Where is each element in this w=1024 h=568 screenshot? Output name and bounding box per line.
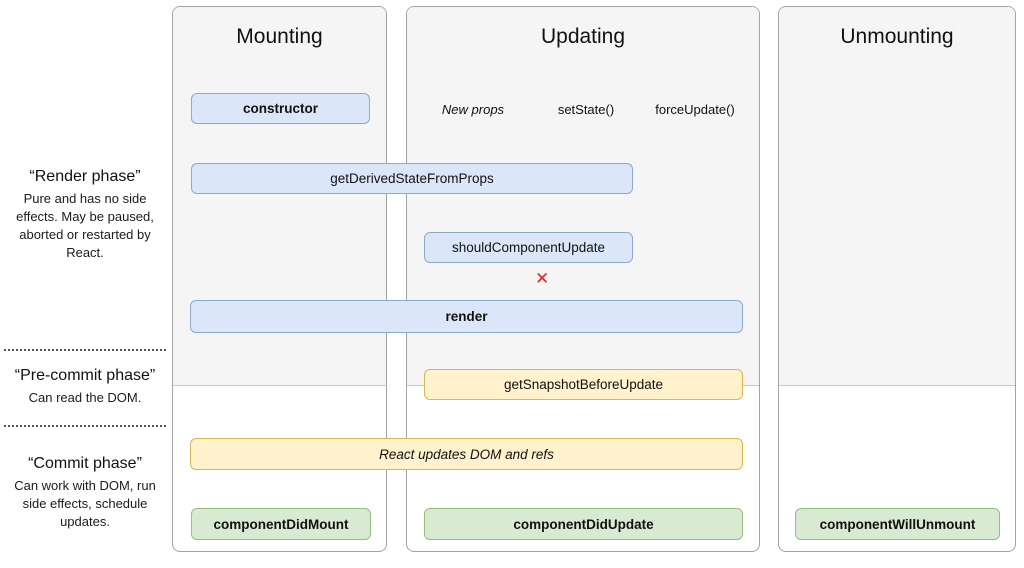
render-phase-shade bbox=[779, 7, 1015, 386]
trigger-set-state: setState() bbox=[557, 102, 615, 117]
phase-pre-commit-title: “Pre-commit phase” bbox=[14, 367, 156, 384]
box-component-will-unmount: componentWillUnmount bbox=[795, 508, 1000, 540]
phase-render-title: “Render phase” bbox=[29, 168, 141, 185]
box-component-did-update: componentDidUpdate bbox=[424, 508, 743, 540]
box-component-did-mount: componentDidMount bbox=[191, 508, 371, 540]
cancel-x-icon: ✕ bbox=[535, 269, 550, 288]
box-get-snapshot-before-update: getSnapshotBeforeUpdate bbox=[424, 369, 743, 400]
column-updating: Updating bbox=[406, 6, 760, 552]
phase-commit: “Commit phase” Can work with DOM, run si… bbox=[2, 455, 168, 531]
phase-pre-commit-description: Can read the DOM. bbox=[28, 390, 142, 405]
phase-render: “Render phase” Pure and has no side effe… bbox=[2, 168, 168, 262]
phase-render-description: Pure and has no side effects. May be pau… bbox=[16, 191, 154, 260]
column-unmounting-title: Unmounting bbox=[840, 25, 954, 48]
phase-pre-commit: “Pre-commit phase” Can read the DOM. bbox=[2, 367, 168, 407]
box-get-derived-state-from-props: getDerivedStateFromProps bbox=[191, 163, 633, 194]
trigger-force-update: forceUpdate() bbox=[655, 102, 735, 117]
column-updating-title: Updating bbox=[540, 25, 626, 48]
column-mounting-title: Mounting bbox=[236, 25, 323, 48]
phase-divider-bottom bbox=[4, 425, 166, 427]
box-constructor: constructor bbox=[191, 93, 370, 124]
box-react-updates-dom: React updates DOM and refs bbox=[190, 438, 743, 470]
phase-commit-title: “Commit phase” bbox=[28, 455, 142, 472]
phase-divider-top bbox=[4, 349, 166, 351]
trigger-new-props: New props bbox=[441, 102, 505, 117]
column-unmounting: Unmounting bbox=[778, 6, 1016, 552]
phase-commit-description: Can work with DOM, run side effects, sch… bbox=[14, 478, 156, 529]
box-render: render bbox=[190, 300, 743, 333]
column-mounting: Mounting bbox=[172, 6, 387, 552]
box-should-component-update: shouldComponentUpdate bbox=[424, 232, 633, 263]
